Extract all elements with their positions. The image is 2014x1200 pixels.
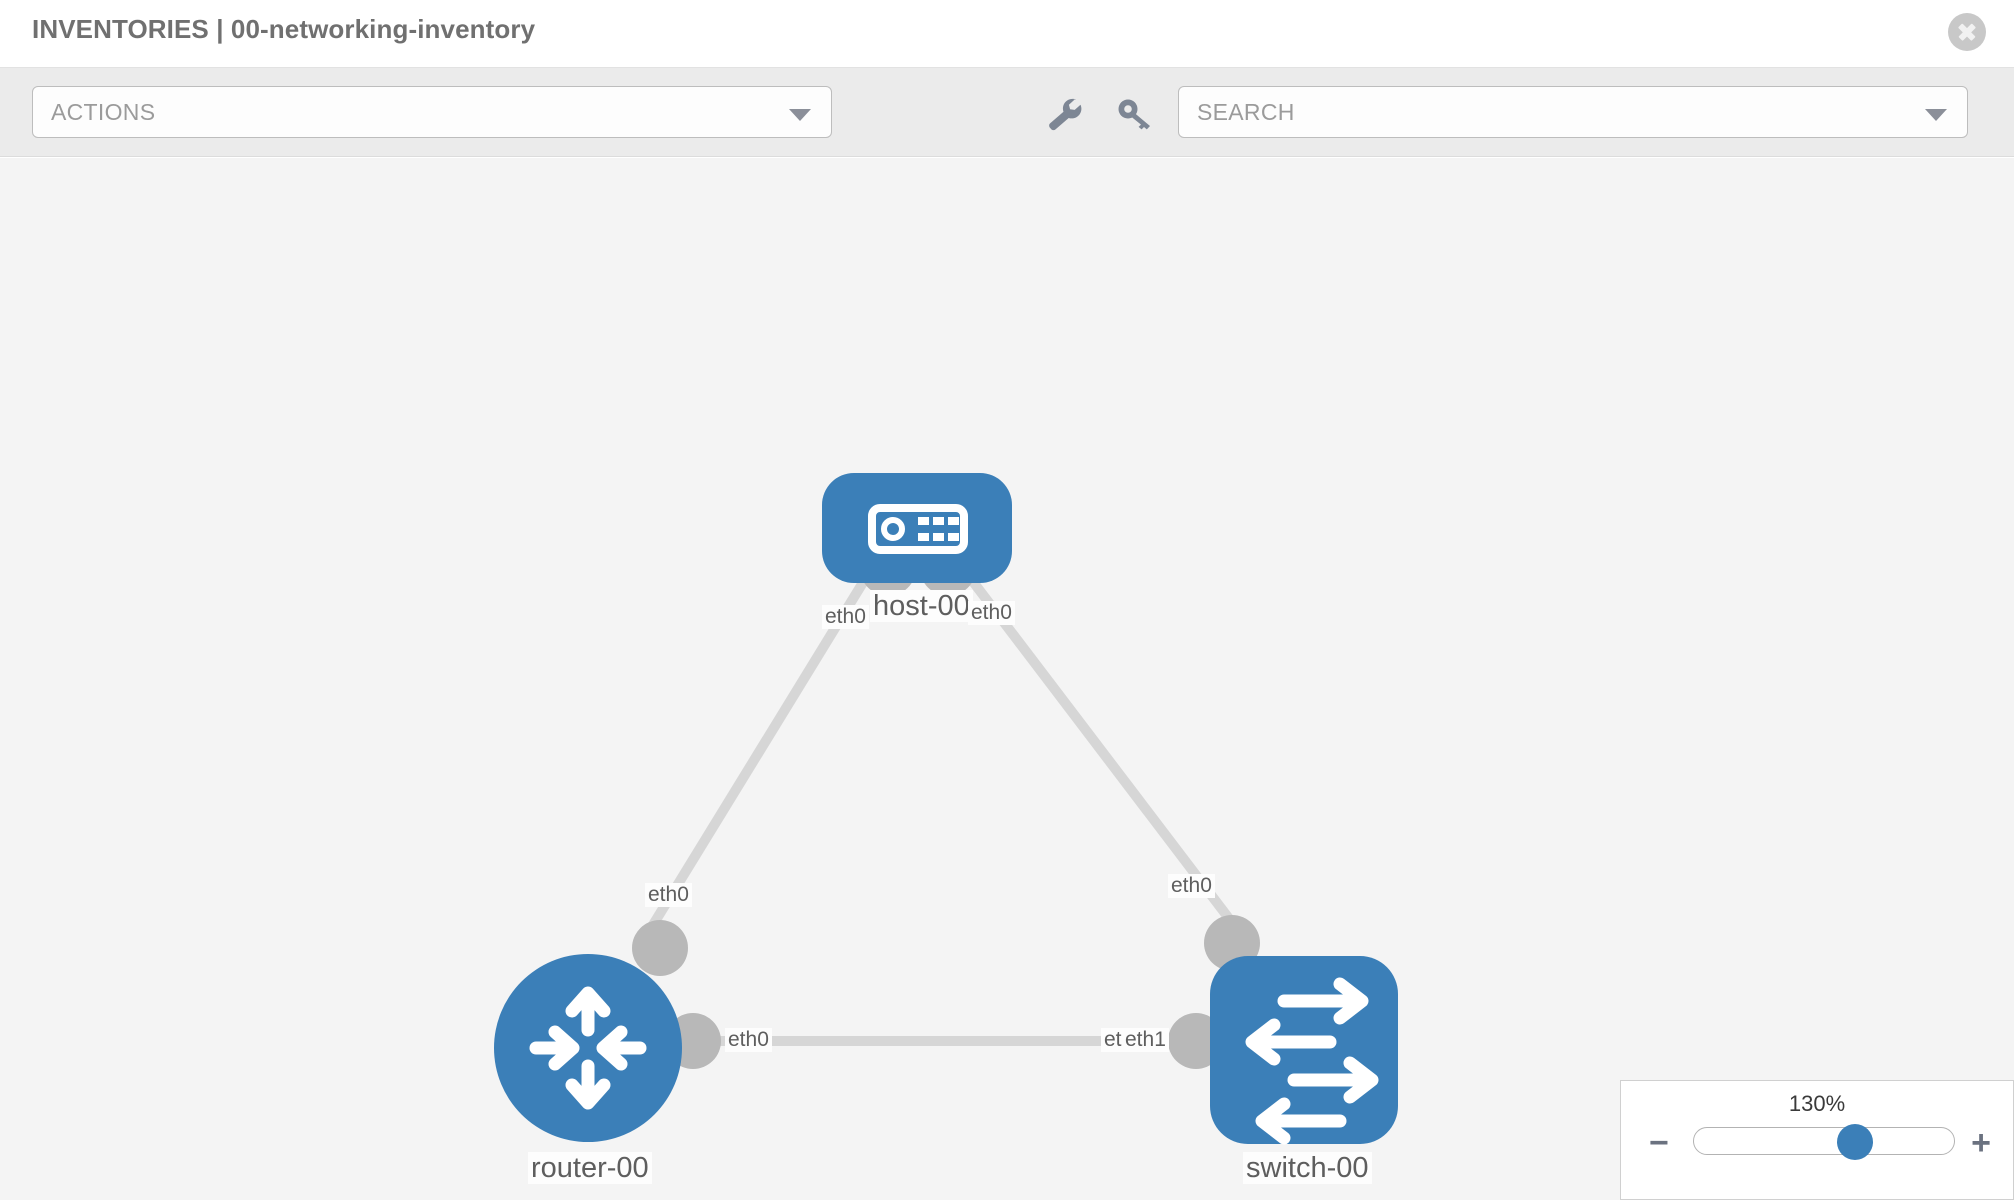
page-title: INVENTORIES | 00-networking-inventory xyxy=(32,14,536,44)
topology-edges xyxy=(643,554,1244,1046)
toolbar: ACTIONS SEARCH xyxy=(0,68,2014,157)
chevron-down-icon xyxy=(789,109,811,121)
actions-dropdown-label: ACTIONS xyxy=(51,99,156,125)
edge-label-router-right-eth0: eth0 xyxy=(725,1028,772,1053)
edge-label-router-up-eth0: eth0 xyxy=(645,883,692,908)
search-input-placeholder: SEARCH xyxy=(1197,99,1295,125)
switch-arrows-icon xyxy=(1245,977,1379,1145)
zoom-control-panel: 130% − + xyxy=(1620,1080,2014,1200)
wrench-icon[interactable] xyxy=(1043,96,1087,132)
switch-00-label: switch-00 xyxy=(1243,1152,1372,1185)
page-header: INVENTORIES | 00-networking-inventory xyxy=(0,0,2014,68)
zoom-level-value: 130% xyxy=(1788,1091,1846,1116)
node-host-00 xyxy=(822,473,1012,583)
host-00-label: host-00 xyxy=(870,590,973,623)
node-switch-00 xyxy=(1210,956,1398,1145)
edge-label-switch-up-eth0: eth0 xyxy=(1168,874,1215,899)
zoom-slider-thumb[interactable] xyxy=(1837,1124,1874,1160)
zoom-slider-track[interactable] xyxy=(1693,1124,1955,1160)
key-icon[interactable] xyxy=(1113,96,1157,132)
close-icon[interactable] xyxy=(1948,13,1986,51)
zoom-out-button[interactable]: − xyxy=(1649,1124,1669,1162)
topology-canvas[interactable]: host-00 router-00 switch-00 eth0 eth0 et… xyxy=(0,158,2014,1200)
zoom-in-button[interactable]: + xyxy=(1971,1124,1991,1162)
node-router-00 xyxy=(494,954,682,1142)
edge-label-host-right-eth0: eth0 xyxy=(968,601,1015,626)
edge-label-switch-left-eth1: eth1 xyxy=(1122,1028,1169,1053)
search-input[interactable]: SEARCH xyxy=(1178,86,1968,138)
topology-graph xyxy=(494,473,1398,1145)
interface-router-up xyxy=(632,920,688,976)
router-arrows-icon xyxy=(529,986,647,1110)
edge-label-host-left-eth0: eth0 xyxy=(822,605,869,630)
router-00-label: router-00 xyxy=(528,1152,652,1185)
server-icon xyxy=(868,504,968,554)
actions-dropdown[interactable]: ACTIONS xyxy=(32,86,832,138)
chevron-down-icon xyxy=(1925,109,1947,121)
